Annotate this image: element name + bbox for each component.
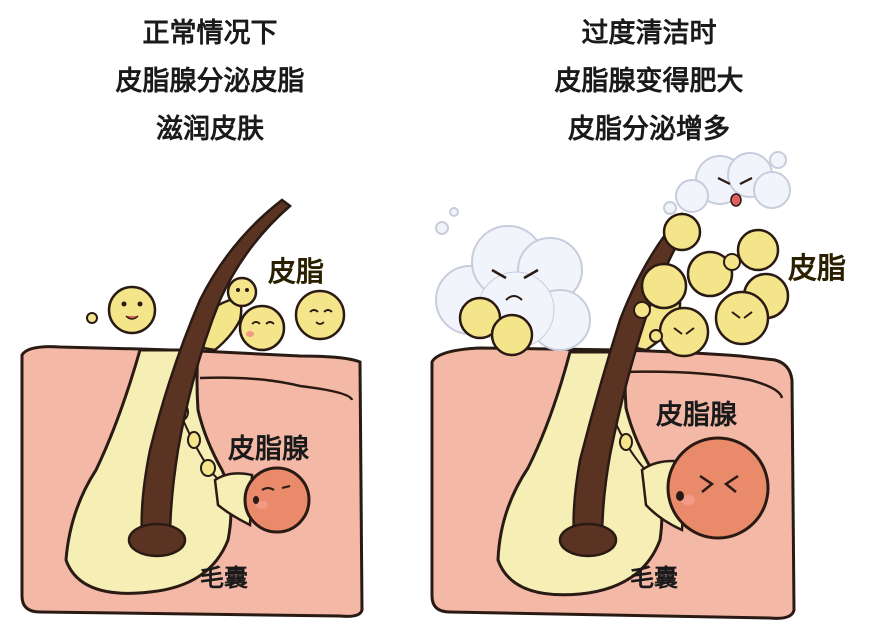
panel-over-cleansing: 过度清洁时 皮脂腺变得肥大 皮脂分泌增多 — [420, 0, 878, 631]
sebaceous-gland — [243, 466, 311, 534]
caption-line: 滋润皮肤 — [156, 114, 264, 145]
label-sebaceous-gland: 皮脂腺 — [656, 400, 738, 431]
caption-line: 过度清洁时 — [581, 18, 717, 49]
diagram-over-cleansing: 皮脂 皮脂腺 毛囊 — [430, 151, 846, 620]
panel-normal: 正常情况下 皮脂腺分泌皮脂 滋润皮肤 — [0, 0, 420, 631]
caption-line: 皮脂腺分泌皮脂 — [115, 66, 305, 97]
dermis-line — [199, 376, 354, 401]
sebum-droplets — [86, 276, 346, 352]
diagram-normal: 皮脂 皮脂腺 毛囊 — [20, 198, 364, 618]
sebaceous-gland — [666, 436, 770, 540]
label-hair-follicle: 毛囊 — [200, 564, 248, 592]
foam-cloud — [435, 207, 591, 357]
dermis-line — [619, 370, 784, 399]
foam-cloud-small — [663, 151, 791, 215]
caption-line: 皮脂分泌增多 — [568, 114, 730, 145]
caption-line: 皮脂腺变得肥大 — [554, 66, 744, 97]
label-sebaceous-gland: 皮脂腺 — [228, 434, 310, 465]
label-sebum: 皮脂 — [788, 251, 846, 285]
caption-line: 正常情况下 — [142, 18, 278, 49]
sebum-droplets — [633, 212, 790, 358]
caption-normal: 正常情况下 皮脂腺分泌皮脂 滋润皮肤 — [0, 10, 420, 154]
caption-over-cleansing: 过度清洁时 皮脂腺变得肥大 皮脂分泌增多 — [420, 10, 878, 154]
label-hair-follicle: 毛囊 — [630, 564, 678, 592]
label-sebum: 皮脂 — [268, 255, 324, 288]
